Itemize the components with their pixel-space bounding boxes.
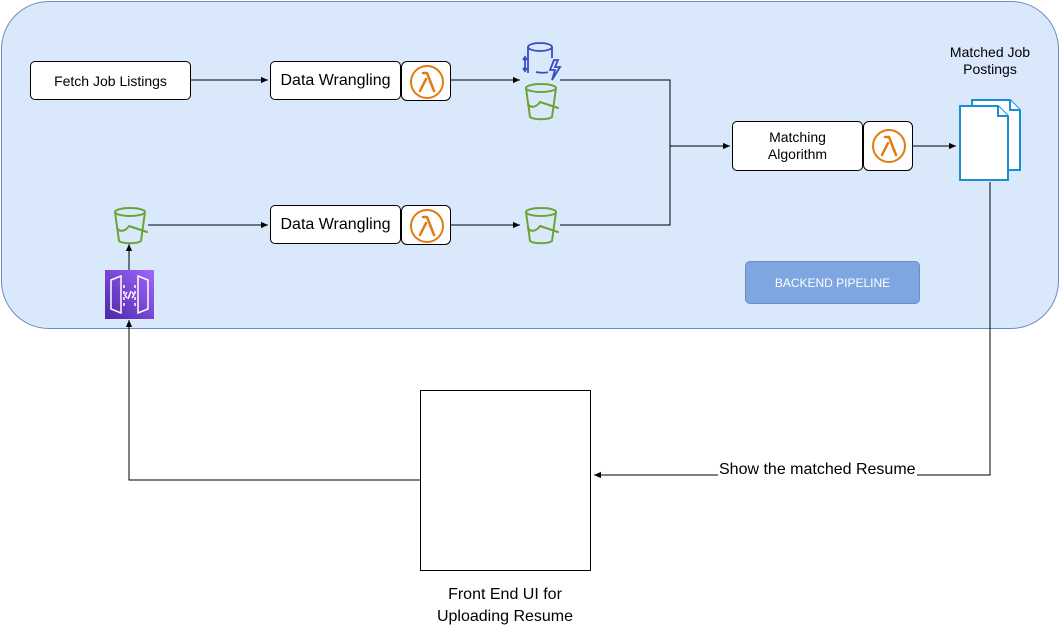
data-wrangling-label-top: Data Wrangling bbox=[280, 71, 391, 89]
edge-bottom-storage-to-merge bbox=[560, 146, 671, 226]
data-wrangling-node-bottom: Data Wrangling bbox=[270, 205, 401, 244]
show-matched-edge-label: Show the matched Resume bbox=[718, 461, 917, 479]
edge-postings-to-frontend bbox=[594, 182, 991, 479]
s3-bucket-icon bbox=[114, 207, 148, 245]
api-gateway-icon bbox=[105, 270, 154, 319]
fetch-job-listings-label: Fetch Job Listings bbox=[54, 72, 167, 89]
s3-bucket-icon bbox=[525, 83, 559, 121]
database-sync-icon bbox=[522, 42, 562, 81]
matched-job-postings-label: Matched Job Postings bbox=[949, 44, 1031, 77]
lambda-icon bbox=[401, 61, 451, 101]
matching-algorithm-node: Matching Algorithm bbox=[732, 121, 863, 171]
edge-frontend-to-api bbox=[125, 320, 420, 481]
documents-icon bbox=[959, 99, 1021, 181]
s3-bucket-icon bbox=[525, 207, 559, 245]
lambda-icon bbox=[863, 121, 913, 171]
data-wrangling-node-top: Data Wrangling bbox=[270, 61, 401, 100]
backend-pipeline-text: BACKEND PIPELINE bbox=[774, 275, 891, 290]
front-end-ui-node bbox=[420, 390, 591, 571]
edge-top-storage-to-matching bbox=[560, 79, 730, 150]
front-end-ui-label: Front End UI for Uploading Resume bbox=[436, 586, 574, 625]
fetch-job-listings-node: Fetch Job Listings bbox=[30, 61, 191, 100]
backend-pipeline-label: BACKEND PIPELINE bbox=[745, 261, 920, 304]
data-wrangling-label-bottom: Data Wrangling bbox=[280, 215, 391, 233]
matching-algorithm-label: Matching Algorithm bbox=[767, 129, 828, 162]
lambda-icon bbox=[401, 205, 451, 245]
